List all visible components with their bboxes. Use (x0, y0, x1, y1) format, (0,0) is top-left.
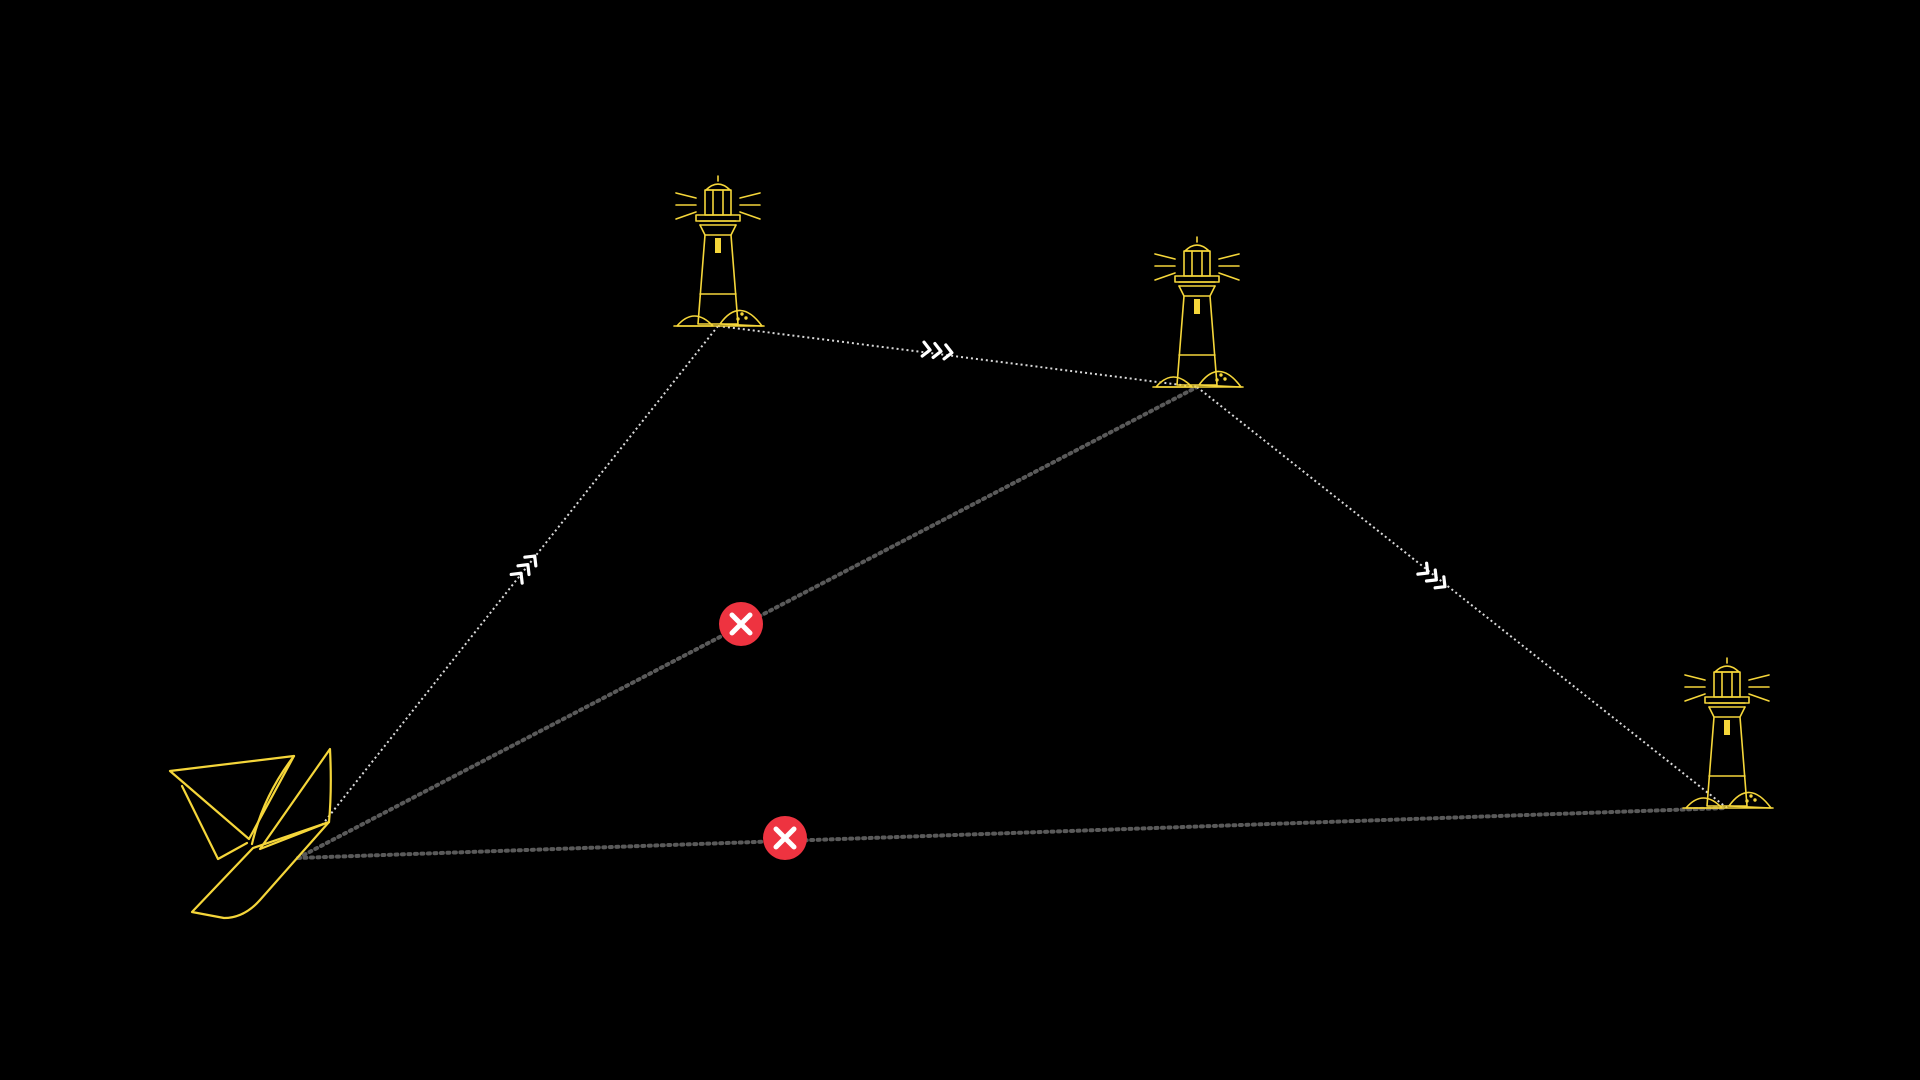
route-path-boat-to-lighthouse-1 (321, 325, 719, 826)
triple-chevron-arrow-icon (509, 550, 542, 585)
lighthouse-icon (1152, 236, 1244, 388)
blocked-x-icon (719, 602, 763, 646)
lighthouse-icon (673, 175, 765, 327)
route-path-lighthouse-2-to-lighthouse-3 (1196, 386, 1728, 809)
sailboat-icon (168, 747, 332, 920)
triple-chevron-arrow-icon (920, 340, 955, 362)
route-path-lighthouse-1-to-lighthouse-2 (717, 325, 1198, 388)
blocked-path-boat-to-lighthouse-3 (296, 806, 1729, 860)
blocked-x-icon (763, 816, 807, 860)
triple-chevron-arrow-icon (1416, 561, 1451, 594)
lighthouse-icon (1682, 657, 1774, 809)
